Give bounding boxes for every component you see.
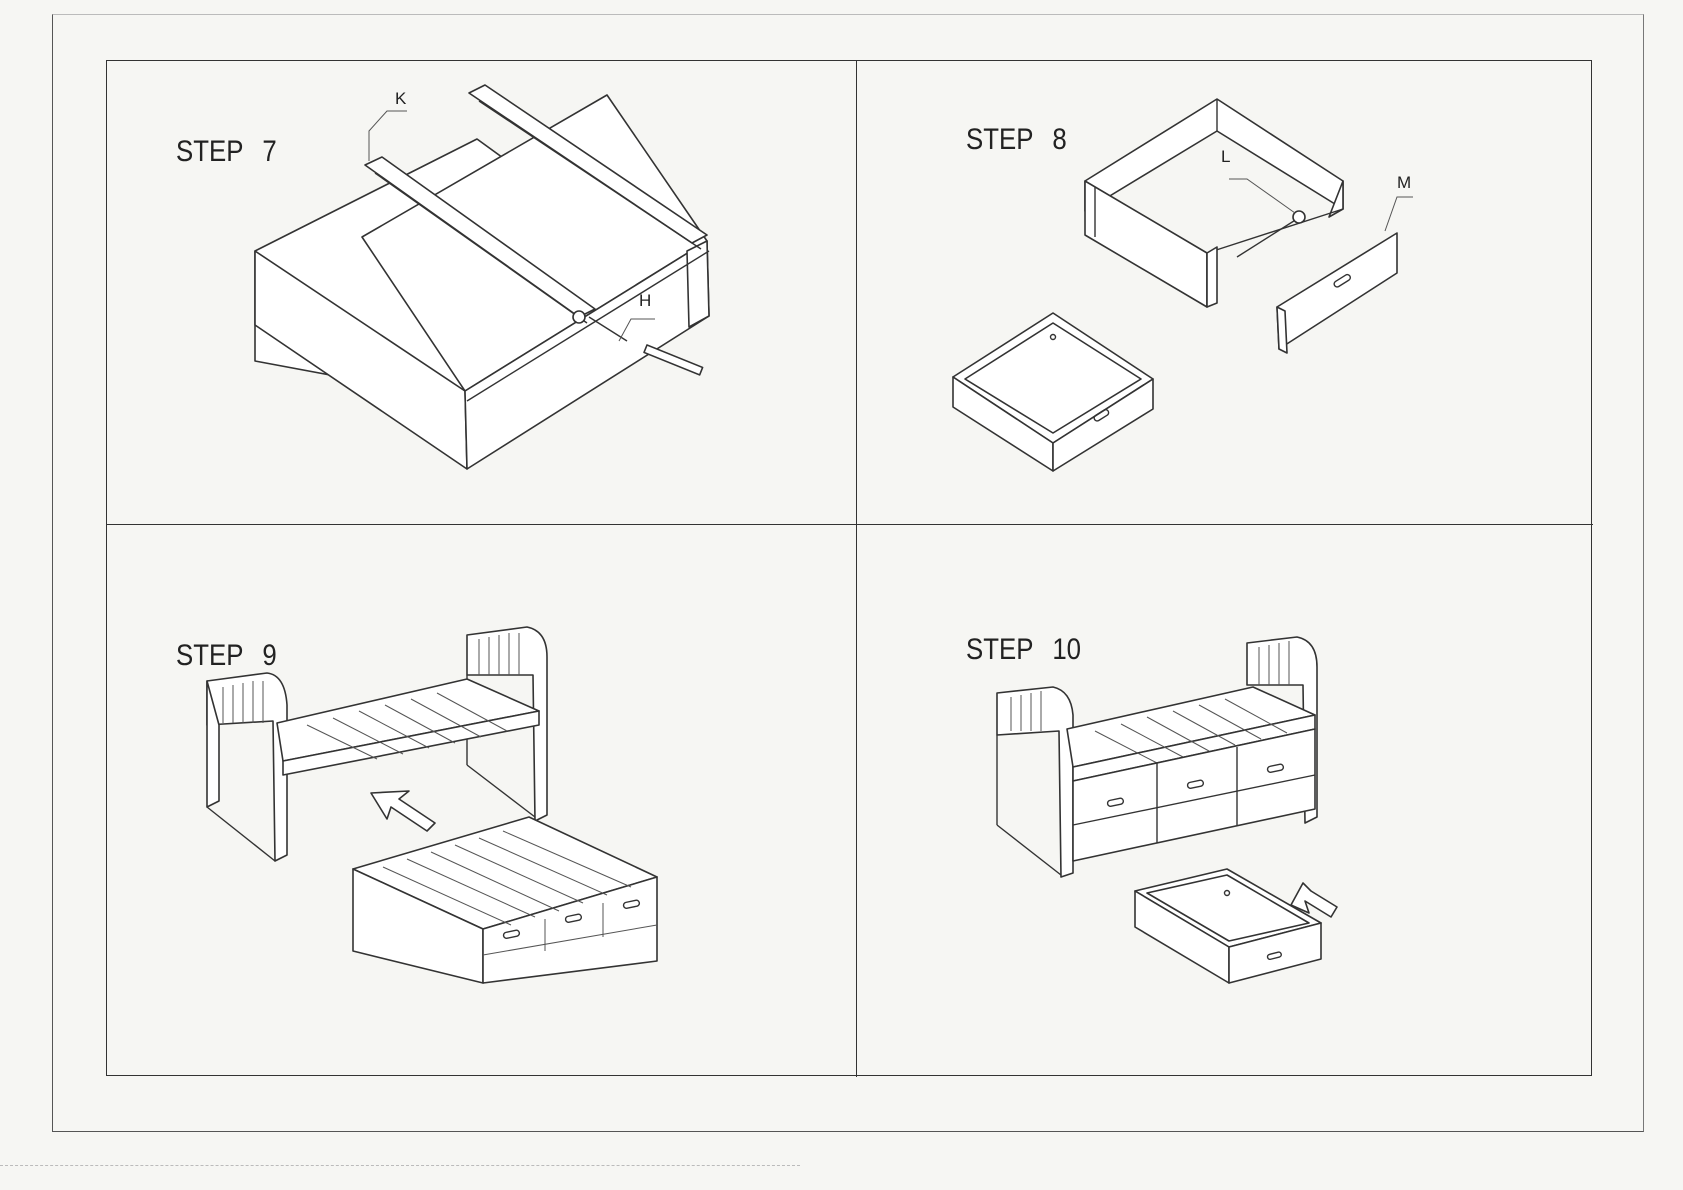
step-word: STEP [966,123,1034,156]
step-10-title: STEP 10 [923,599,1081,701]
step-10-illustration [996,636,1338,984]
step-10-panel: STEP 10 [857,525,1593,1077]
step-number: 9 [262,639,277,672]
step-word: STEP [176,135,244,168]
callout-k: K [395,89,407,108]
callout-m: M [1397,173,1412,192]
step-7-illustration [254,84,710,470]
step-7-title: STEP 7 [133,101,277,203]
step-8-illustration [952,98,1413,472]
step-7-panel: STEP 7 K H [107,61,857,525]
step-9-title: STEP 9 [133,605,277,707]
step-8-panel: STEP 8 [857,61,1593,525]
step-word: STEP [176,639,244,672]
step-9-panel: STEP 9 [107,525,857,1077]
step-word: STEP [966,633,1034,666]
scan-artifact [0,1165,800,1170]
callout-l: L [1221,147,1231,166]
instruction-sheet [52,14,1644,1132]
step-number: 7 [262,135,277,168]
step-number: 10 [1052,633,1082,666]
step-9-illustration [206,626,658,984]
callout-h: H [639,291,652,310]
step-8-title: STEP 8 [923,89,1067,191]
step-number: 8 [1052,123,1067,156]
steps-grid: STEP 7 K H [106,60,1593,1077]
